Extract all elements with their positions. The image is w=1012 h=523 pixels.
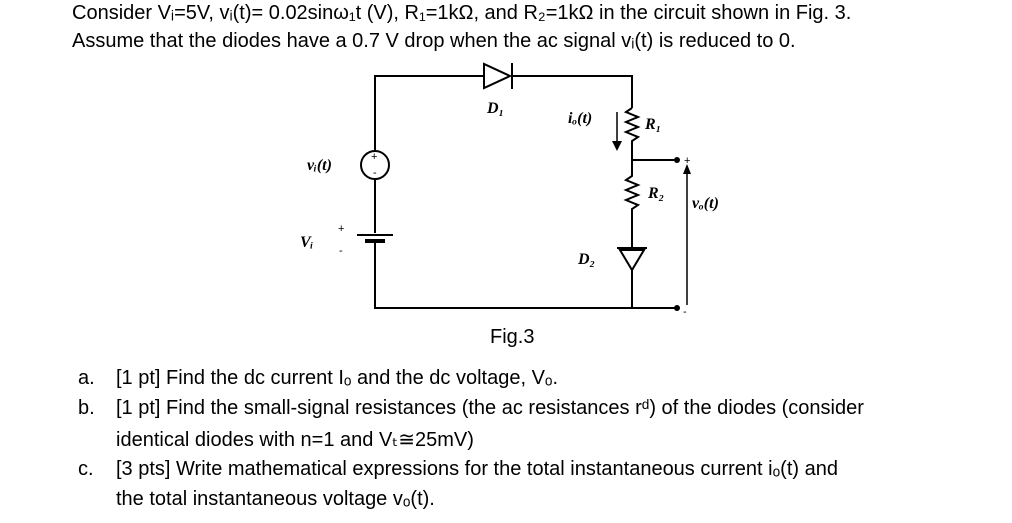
wire-top-right — [516, 75, 633, 108]
ac-minus: - — [373, 167, 377, 179]
battery-plus: + — [338, 223, 344, 235]
diode-d1-symbol — [472, 62, 516, 90]
question-c-letter: c. — [78, 458, 94, 480]
label-vi-dc: Vᵢ — [300, 234, 314, 251]
label-vi-small: vᵢ(t) — [307, 157, 332, 174]
current-arrow-head — [612, 141, 622, 151]
question-b-line-1: [1 pt] Find the small-signal resistances… — [116, 397, 864, 419]
question-a-letter: a. — [78, 367, 95, 389]
output-terminal-minus — [674, 305, 680, 311]
label-io: iₒ(t) — [568, 110, 592, 127]
label-d1: D₁ — [486, 100, 504, 117]
wire-bottom — [374, 249, 675, 309]
battery-symbol — [357, 234, 393, 249]
vo-minus: - — [683, 306, 687, 318]
question-c-line-2: the total instantaneous voltage vₒ(t). — [116, 488, 435, 510]
resistor-r1-symbol — [623, 107, 641, 160]
ac-plus: + — [371, 151, 377, 163]
question-b-letter: b. — [78, 397, 95, 419]
label-d2: D₂ — [577, 251, 595, 268]
label-vo: vₒ(t) — [692, 195, 719, 212]
output-terminal-plus — [674, 157, 680, 163]
resistor-r2-symbol — [623, 160, 641, 248]
question-b-line-2: identical diodes with n=1 and Vₜ≅25mV) — [116, 429, 474, 451]
battery-minus: - — [339, 245, 343, 257]
label-r2: R₂ — [647, 185, 664, 202]
question-c-line-1: [3 pts] Write mathematical expressions f… — [116, 458, 838, 480]
vo-plus: + — [684, 155, 690, 167]
vo-arrow-head — [683, 164, 691, 174]
problem-line-1: Consider Vᵢ=5V, vᵢ(t)= 0.02sinω₁t (V), R… — [72, 2, 852, 24]
wire-top-left — [374, 75, 472, 152]
figure-caption: Fig.3 — [490, 326, 535, 348]
diode-d2-symbol — [617, 247, 647, 308]
label-r1: R₁ — [644, 116, 661, 133]
problem-line-2: Assume that the diodes have a 0.7 V drop… — [72, 30, 796, 52]
question-a-line-1: [1 pt] Find the dc current Iₒ and the dc… — [116, 367, 559, 389]
